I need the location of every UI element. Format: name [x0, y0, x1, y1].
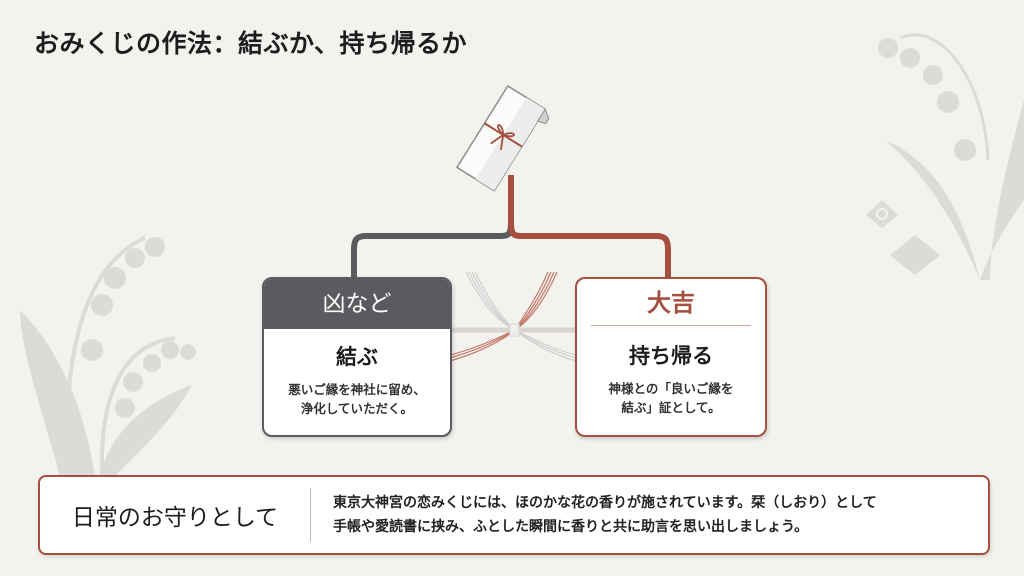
card-description-line: 浄化していただく。	[300, 401, 414, 416]
card-description: 神様との「良いご縁を 結ぶ」証として。	[577, 379, 765, 417]
footer-body: 東京大神宮の恋みくじには、ほのかな花の香りが施されています。栞（しおり）として …	[311, 491, 877, 539]
card-description-line: 悪いご縁を神社に留め、	[288, 382, 426, 397]
card-action: 持ち帰る	[629, 344, 713, 368]
rolled-omikuji-paper-icon	[455, 84, 550, 200]
card-description: 悪いご縁を神社に留め、 浄化していただく。	[264, 380, 450, 418]
card-heading: 凶など	[264, 279, 450, 329]
card-description-line: 神様との「良いご縁を	[608, 381, 734, 396]
card-description-line: 結ぶ」証として。	[621, 400, 721, 415]
card-action: 結ぶ	[336, 345, 378, 369]
card-bad-fortune: 凶など 結ぶ 悪いご縁を神社に留め、 浄化していただく。	[262, 277, 452, 437]
footer-divider	[310, 488, 311, 542]
footer-panel: 日常のお守りとして 東京大神宮の恋みくじには、ほのかな花の香りが施されています。…	[38, 475, 990, 555]
footer-body-line: 東京大神宮の恋みくじには、ほのかな花の香りが施されています。栞（しおり）として	[333, 495, 877, 511]
card-heading: 大吉	[647, 288, 695, 317]
footer-heading: 日常のお守りとして	[71, 505, 279, 531]
card-divider	[591, 325, 751, 326]
page-title: おみくじの作法：結ぶか、持ち帰るか	[34, 29, 468, 58]
footer-body-line: 手帳や愛読書に挟み、ふとした瞬間に香りと共に助言を思い出しましょう。	[333, 519, 809, 535]
card-good-fortune: 大吉 持ち帰る 神様との「良いご縁を 結ぶ」証として。	[575, 277, 767, 437]
mizuhiki-knot-icon	[449, 271, 577, 362]
